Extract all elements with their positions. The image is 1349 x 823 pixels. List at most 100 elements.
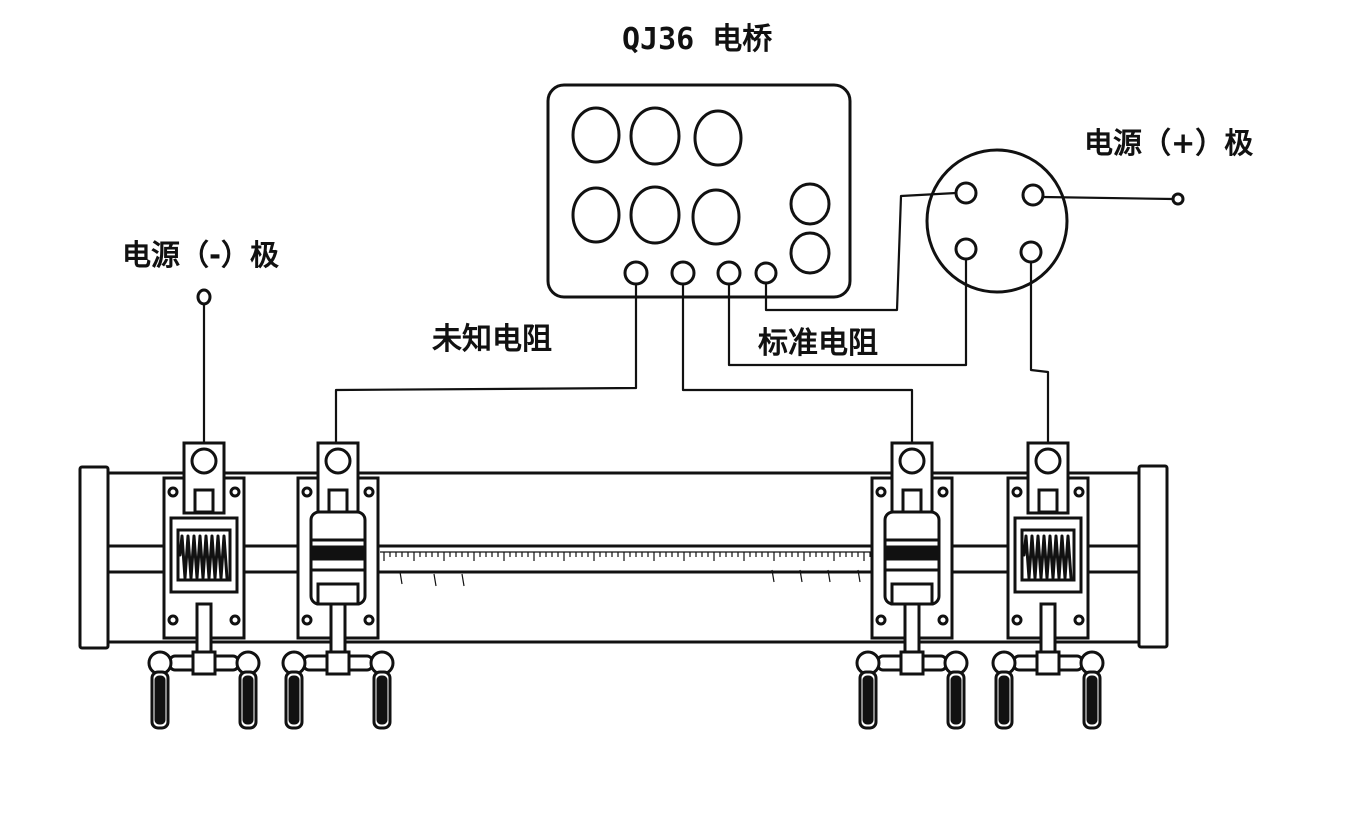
qj36-bridge-panel [546,83,852,299]
bridge-dial [629,106,681,166]
bridge-dial [691,188,741,246]
sliding-clamps [147,441,1105,730]
clamp-stem [329,602,347,658]
power-positive-terminal-dot [1171,192,1185,206]
clamp-screw-hole [1011,614,1023,626]
clamp-screw-hole [363,614,375,626]
bridge-dial [571,106,621,164]
power-negative-label: 电源（-）极 [122,238,280,272]
clamp-screw-hole [301,614,313,626]
scale-mark [827,569,831,583]
bridge-terminal [623,260,649,286]
wire-power-positive [1042,195,1174,201]
power-terminal [1021,183,1045,207]
sliding-contact-clamp [281,441,395,730]
collar-base [890,582,934,606]
handle-grip-fill [288,675,300,725]
power-clamp [147,441,261,730]
bridge-dial [629,185,681,245]
clamp-screw-hole [1073,614,1085,626]
clamp-screw-hole [301,486,313,498]
wire-bridge-to-plate [764,191,957,312]
power-terminal [1019,240,1043,264]
bridge-terminals [623,260,778,286]
clamp-screw-hole [875,486,887,498]
handle-grip-fill [154,675,166,725]
clamp-terminal [324,447,352,475]
handle-grip-fill [998,675,1010,725]
wire-unknown-resistor [334,284,638,448]
handle-grip-fill [950,675,962,725]
resistor-bar [78,464,1169,650]
scale-mark [399,571,403,585]
collar-band [884,545,940,561]
bridge-title-label: QJ36 电桥 [622,22,773,57]
handle-grip-fill [862,675,874,725]
clamp-neck [1037,488,1059,514]
handle-grip-fill [376,675,388,725]
handle-grip-fill [1086,675,1098,725]
handle-grip-fill [242,675,254,725]
handle-hub [1035,650,1061,676]
clamp-screw-hole [875,614,887,626]
clamp-terminal [190,447,218,475]
clamp-neck [901,488,923,514]
clamp-screw-hole [937,486,949,498]
collar-band [310,545,366,561]
bar-scale-ticks [383,552,871,587]
scale-mark [433,573,437,587]
clamp-screw-hole [229,486,241,498]
handle-hub [899,650,925,676]
clamp-terminal [1034,447,1062,475]
clamp-neck [327,488,349,514]
clamp-screw-hole [167,486,179,498]
handle-hub [191,650,217,676]
clamp-screw-hole [937,614,949,626]
wire-bridge-to-clamp-3 [681,284,914,448]
clamp-stem [903,602,921,658]
scale-mark [799,569,803,583]
wire-plate-to-right-clamp [1029,262,1050,445]
scale-mark [857,569,861,583]
clamp-screw-hole [1011,486,1023,498]
power-terminal [954,237,978,261]
scale-mark [461,573,465,587]
bridge-terminal [670,260,696,286]
clamp-stem [195,602,213,658]
sliding-contact-clamp [855,441,969,730]
clamp-spring [1022,534,1073,580]
bridge-dial [789,231,831,275]
bar-left-end-cap [78,465,110,650]
bar-right-end-cap [1137,464,1169,649]
wire-standard-resistor [727,259,968,367]
wires [196,191,1185,448]
collar-base [316,582,360,606]
scale-mark [771,569,775,583]
bridge-case [546,83,852,299]
handle-hub [325,650,351,676]
clamp-screw-hole [1073,486,1085,498]
power-negative-terminal-dot [196,288,212,306]
standard-resistor-label: 标准电阻 [758,326,878,361]
clamp-screw-hole [229,614,241,626]
power-clamp [991,441,1105,730]
bridge-dial [693,109,743,167]
power-plate-outline [925,148,1069,294]
power-positive-label: 电源（+）极 [1084,126,1254,160]
clamp-screw-hole [363,486,375,498]
clamp-terminal [898,447,926,475]
bridge-dials [571,106,831,275]
power-source-plate [925,148,1069,294]
bridge-terminal [754,261,778,285]
clamp-screw-hole [167,614,179,626]
clamp-neck [193,488,215,514]
bridge-dial [571,186,621,244]
unknown-resistor-label: 未知电阻 [432,322,552,357]
clamp-stem [1039,602,1057,658]
bridge-dial [789,182,831,226]
clamp-spring [178,534,229,580]
power-terminal [954,181,978,205]
bridge-terminal [716,260,742,286]
